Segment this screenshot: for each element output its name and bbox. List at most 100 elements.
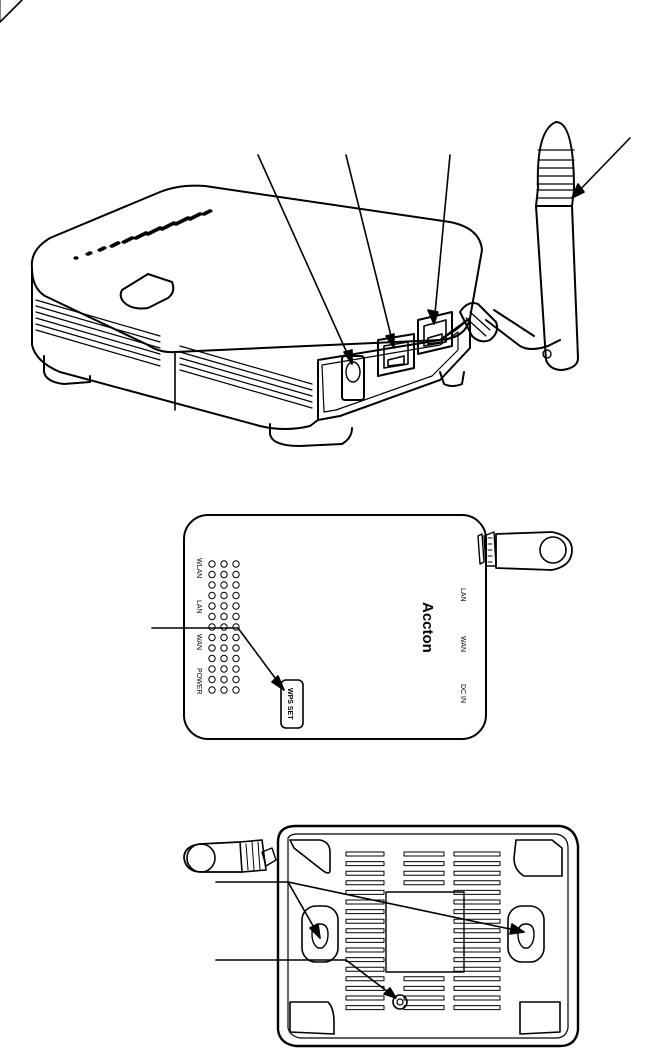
vent-slot [404, 862, 444, 866]
vent-hole [209, 687, 215, 693]
vent-hole [73, 256, 78, 260]
led-label-wan: WAN [195, 634, 202, 650]
vent-hole [173, 222, 178, 226]
vent-hole [209, 624, 215, 630]
vent-hole [201, 212, 206, 216]
vent-slot [454, 967, 500, 971]
vent-hole [233, 582, 239, 588]
port-label-dc-in: DC IN [459, 684, 466, 703]
vent-slot [454, 948, 500, 952]
led-label-power: POWER [195, 668, 202, 694]
vent-slot [404, 1006, 444, 1010]
vent-hole [233, 592, 239, 598]
vent-hole [233, 634, 239, 640]
vent-slot [454, 852, 500, 856]
vent-hole [209, 582, 215, 588]
vent-slot [404, 852, 444, 856]
vent-slot [454, 881, 500, 885]
vent-slot [346, 919, 384, 923]
vent-hole [209, 634, 215, 640]
vent-hole [209, 676, 215, 682]
vent-hole [159, 227, 164, 231]
vent-slot [454, 938, 500, 942]
vent-slot [454, 986, 500, 990]
bottom-view [184, 826, 578, 1046]
port-label-lan: LAN [459, 588, 466, 602]
vent-slot [346, 910, 384, 914]
vent-hole [221, 634, 227, 640]
vent-hole [209, 571, 215, 577]
vent-hole [221, 676, 227, 682]
vent-slot [346, 967, 384, 971]
vent-slot [346, 977, 384, 981]
vent-hole [121, 240, 126, 244]
antenna [486, 122, 578, 370]
vent-hole [233, 687, 239, 693]
vent-slot [404, 986, 444, 990]
vent-slot [454, 871, 500, 875]
vent-hole [221, 603, 227, 609]
vent-slot [404, 996, 444, 1000]
vent-slot [454, 862, 500, 866]
vent-slot [346, 958, 384, 962]
corner-mark [0, 0, 22, 22]
vent-hole [221, 561, 227, 567]
vent-hole [85, 252, 90, 256]
vent-hole [209, 561, 215, 567]
vent-hole [221, 645, 227, 651]
side-vents-left [36, 300, 312, 408]
brand-logo-text: Accton [419, 602, 436, 653]
vent-hole [233, 655, 239, 661]
vent-slot [454, 958, 500, 962]
vent-hole [221, 666, 227, 672]
vent-slot [346, 986, 384, 990]
vent-slot [454, 1006, 500, 1010]
vent-hole [233, 676, 239, 682]
vent-slot [346, 871, 384, 875]
vent-hole [233, 603, 239, 609]
vent-slot [346, 938, 384, 942]
vent-hole [233, 613, 239, 619]
vent-hole [187, 217, 192, 221]
vent-hole [209, 666, 215, 672]
vent-hole [145, 232, 150, 236]
vent-hole [233, 666, 239, 672]
vent-hole [221, 655, 227, 661]
vent-slot [346, 948, 384, 952]
vent-slot [454, 910, 500, 914]
vent-slot [454, 900, 500, 904]
vent-hole [209, 645, 215, 651]
vent-slot [346, 996, 384, 1000]
vent-hole [221, 613, 227, 619]
vent-slot [346, 852, 384, 856]
vent-hole [209, 592, 215, 598]
port-label-wan: WAN [459, 636, 466, 652]
bottom-vent-slots [346, 852, 500, 1010]
vent-hole [221, 592, 227, 598]
vent-hole [133, 236, 138, 240]
vent-slot [454, 996, 500, 1000]
vent-hole [221, 582, 227, 588]
vent-slot [404, 871, 444, 875]
vent-hole [233, 645, 239, 651]
vent-hole [209, 603, 215, 609]
top-view [152, 515, 572, 739]
vent-slot [346, 862, 384, 866]
vent-hole [233, 571, 239, 577]
vent-hole [233, 561, 239, 567]
top-view-holes [209, 561, 239, 693]
vent-hole [109, 244, 114, 248]
vent-slot [404, 977, 444, 981]
perspective-view [32, 122, 630, 446]
vent-slot [346, 929, 384, 933]
led-label-lan: LAN [195, 600, 202, 614]
vent-slot [346, 1006, 384, 1010]
led-label-wlan: WLAN [195, 558, 202, 578]
vent-hole [221, 571, 227, 577]
top-view-labels: Accton WLAN LAN WAN POWER LAN WAN DC IN … [195, 558, 466, 720]
vent-slot [346, 890, 384, 894]
vent-slot [404, 881, 444, 885]
vent-hole [221, 687, 227, 693]
top-vent-holes [73, 209, 212, 260]
vent-hole [209, 655, 215, 661]
